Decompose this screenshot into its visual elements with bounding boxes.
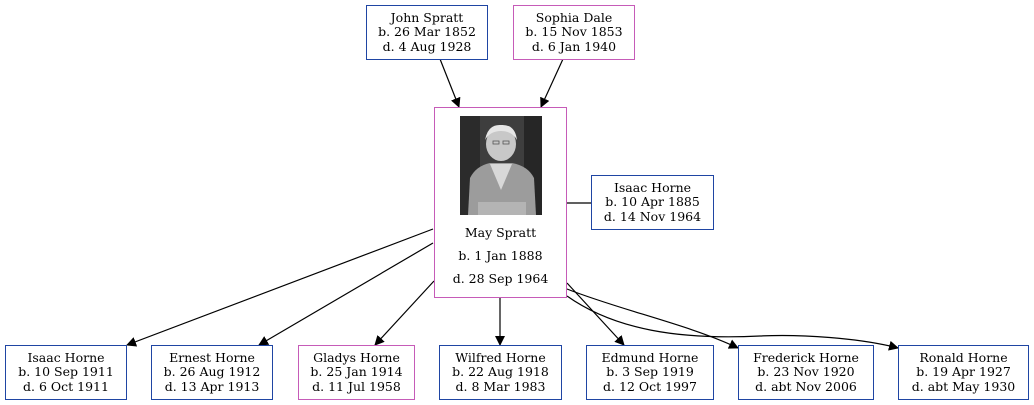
person-born: b. 15 Nov 1853 (525, 24, 623, 40)
person-died: d. abt Nov 2006 (755, 378, 857, 394)
person-name: Sophia Dale (535, 9, 613, 25)
person-died: d. 6 Jan 1940 (531, 38, 617, 54)
person-died: d. 11 Jul 1958 (312, 378, 401, 394)
edge-may-to-ronald (566, 295, 899, 351)
person-born: b. 10 Apr 1885 (605, 194, 700, 210)
person-died: d. abt May 1930 (911, 378, 1016, 394)
person-may-spratt[interactable]: May Spratt b. 1 Jan 1888 d. 28 Sep 1964 (434, 107, 567, 298)
person-name: John Spratt (390, 9, 464, 25)
person-isaac-horne-spouse[interactable]: Isaac Horne b. 10 Apr 1885 d. 14 Nov 196… (591, 175, 714, 230)
person-name: Isaac Horne (613, 179, 692, 195)
portrait-photo (459, 115, 542, 215)
edge-may-to-isaac-jr (126, 228, 434, 347)
person-name: Ronald Horne (919, 349, 1008, 365)
person-isaac-horne-child[interactable]: Isaac Horne b. 10 Sep 1911 d. 6 Oct 1911 (5, 345, 127, 400)
person-name: May Spratt (464, 224, 537, 240)
person-sophia-dale[interactable]: Sophia Dale b. 15 Nov 1853 d. 6 Jan 1940 (513, 5, 635, 60)
person-born: b. 19 Apr 1927 (916, 364, 1011, 380)
person-name: Ernest Horne (169, 349, 255, 365)
edge-may-to-ernest (258, 242, 434, 346)
edge-sophia-to-may (540, 58, 564, 108)
person-name: Gladys Horne (313, 349, 400, 365)
edge-john-to-may (439, 58, 461, 108)
edge-may-to-frederick (566, 288, 739, 349)
person-born: b. 26 Mar 1852 (378, 24, 476, 40)
person-died: d. 4 Aug 1928 (382, 38, 472, 54)
person-ernest-horne[interactable]: Ernest Horne b. 26 Aug 1912 d. 13 Apr 19… (151, 345, 273, 400)
person-born: b. 10 Sep 1911 (18, 364, 114, 380)
person-name: Frederick Horne (753, 349, 859, 365)
person-john-spratt[interactable]: John Spratt b. 26 Mar 1852 d. 4 Aug 1928 (366, 5, 488, 60)
person-edmund-horne[interactable]: Edmund Horne b. 3 Sep 1919 d. 12 Oct 199… (586, 345, 714, 400)
person-died: d. 6 Oct 1911 (23, 378, 109, 394)
edge-may-to-edmund (566, 282, 625, 346)
person-wilfred-horne[interactable]: Wilfred Horne b. 22 Aug 1918 d. 8 Mar 19… (439, 345, 562, 400)
person-gladys-horne[interactable]: Gladys Horne b. 25 Jan 1914 d. 11 Jul 19… (298, 345, 415, 400)
person-died: d. 13 Apr 1913 (164, 378, 260, 394)
person-ronald-horne[interactable]: Ronald Horne b. 19 Apr 1927 d. abt May 1… (898, 345, 1029, 400)
edge-may-to-gladys (374, 280, 435, 346)
person-died: d. 28 Sep 1964 (452, 270, 549, 286)
person-born: b. 25 Jan 1914 (310, 364, 403, 380)
person-frederick-horne[interactable]: Frederick Horne b. 23 Nov 1920 d. abt No… (738, 345, 874, 400)
person-born: b. 1 Jan 1888 (458, 247, 543, 263)
person-born: b. 23 Nov 1920 (757, 364, 855, 380)
person-died: d. 8 Mar 1983 (455, 378, 546, 394)
person-born: b. 26 Aug 1912 (163, 364, 261, 380)
person-name: Wilfred Horne (455, 349, 546, 365)
person-name: Edmund Horne (601, 349, 699, 365)
person-died: d. 12 Oct 1997 (603, 378, 697, 394)
person-born: b. 3 Sep 1919 (606, 364, 694, 380)
person-born: b. 22 Aug 1918 (452, 364, 549, 380)
person-name: Isaac Horne (27, 349, 105, 365)
person-died: d. 14 Nov 1964 (603, 208, 702, 224)
